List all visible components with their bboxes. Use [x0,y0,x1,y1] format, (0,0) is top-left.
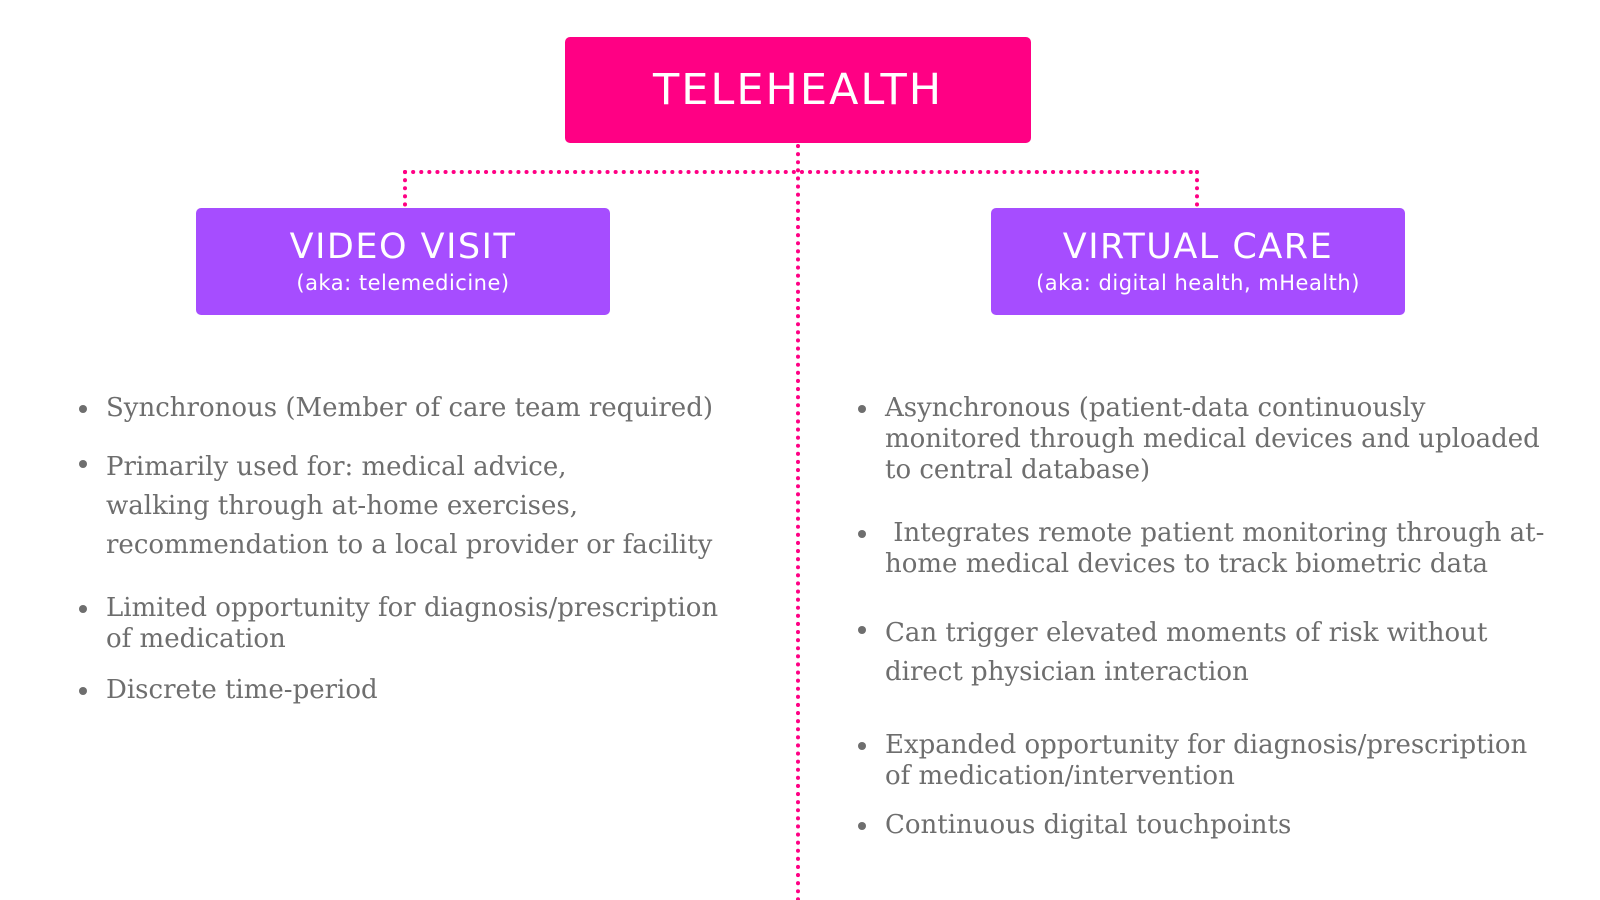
list-item-line: walking through at-home exercises, [106,491,578,521]
virtual-care-subtitle: (aka: digital health, mHealth) [1036,270,1360,295]
list-item: Continuous digital touchpoints [858,810,1593,841]
list-item-line: of medication [106,624,286,654]
telehealth-title: TELEHEALTH [652,65,944,115]
list-item-line: to central database) [885,455,1151,485]
video-visit-subtitle: (aka: telemedicine) [296,270,510,295]
virtual-care-node: VIRTUAL CARE (aka: digital health, mHeal… [991,208,1405,315]
virtual-care-title: VIRTUAL CARE [1062,226,1334,267]
list-item-line: Integrates remote patient monitoring thr… [885,518,1545,548]
telehealth-node: TELEHEALTH [565,37,1031,143]
list-item-line: of medication/intervention [885,761,1235,791]
video-visit-bullet-list: Synchronous (Member of care team require… [79,393,779,706]
list-item-line: Discrete time-period [106,675,378,705]
video-visit-title: VIDEO VISIT [289,226,517,267]
list-item-line: home medical devices to track biometric … [885,549,1489,579]
list-item-line: Primarily used for: medical advice, [106,452,567,482]
list-item-line: Limited opportunity for diagnosis/prescr… [106,593,719,623]
list-item: Expanded opportunity for diagnosis/presc… [858,730,1593,792]
list-item-line: monitored through medical devices and up… [885,424,1540,454]
list-item: Asynchronous (patient-data continuously … [858,393,1593,486]
list-item-line: Expanded opportunity for diagnosis/presc… [885,730,1528,760]
list-item: Limited opportunity for diagnosis/prescr… [79,593,779,655]
list-item-line: recommendation to a local provider or fa… [106,530,713,560]
video-visit-node: VIDEO VISIT (aka: telemedicine) [196,208,610,315]
list-item: Synchronous (Member of care team require… [79,393,779,424]
list-item-line: Asynchronous (patient-data continuously [885,393,1426,423]
list-item-line: Continuous digital touchpoints [885,810,1292,840]
list-item: Integrates remote patient monitoring thr… [858,518,1593,580]
list-item: Discrete time-period [79,675,779,706]
list-item: Can trigger elevated moments of risk wit… [858,614,1593,692]
virtual-care-bullet-list: Asynchronous (patient-data continuously … [858,393,1593,841]
list-item-line: Can trigger elevated moments of risk wit… [885,618,1488,648]
list-item: Primarily used for: medical advice, walk… [79,448,779,565]
list-item-line: direct physician interaction [885,657,1249,687]
list-item-line: Synchronous (Member of care team require… [106,393,713,423]
